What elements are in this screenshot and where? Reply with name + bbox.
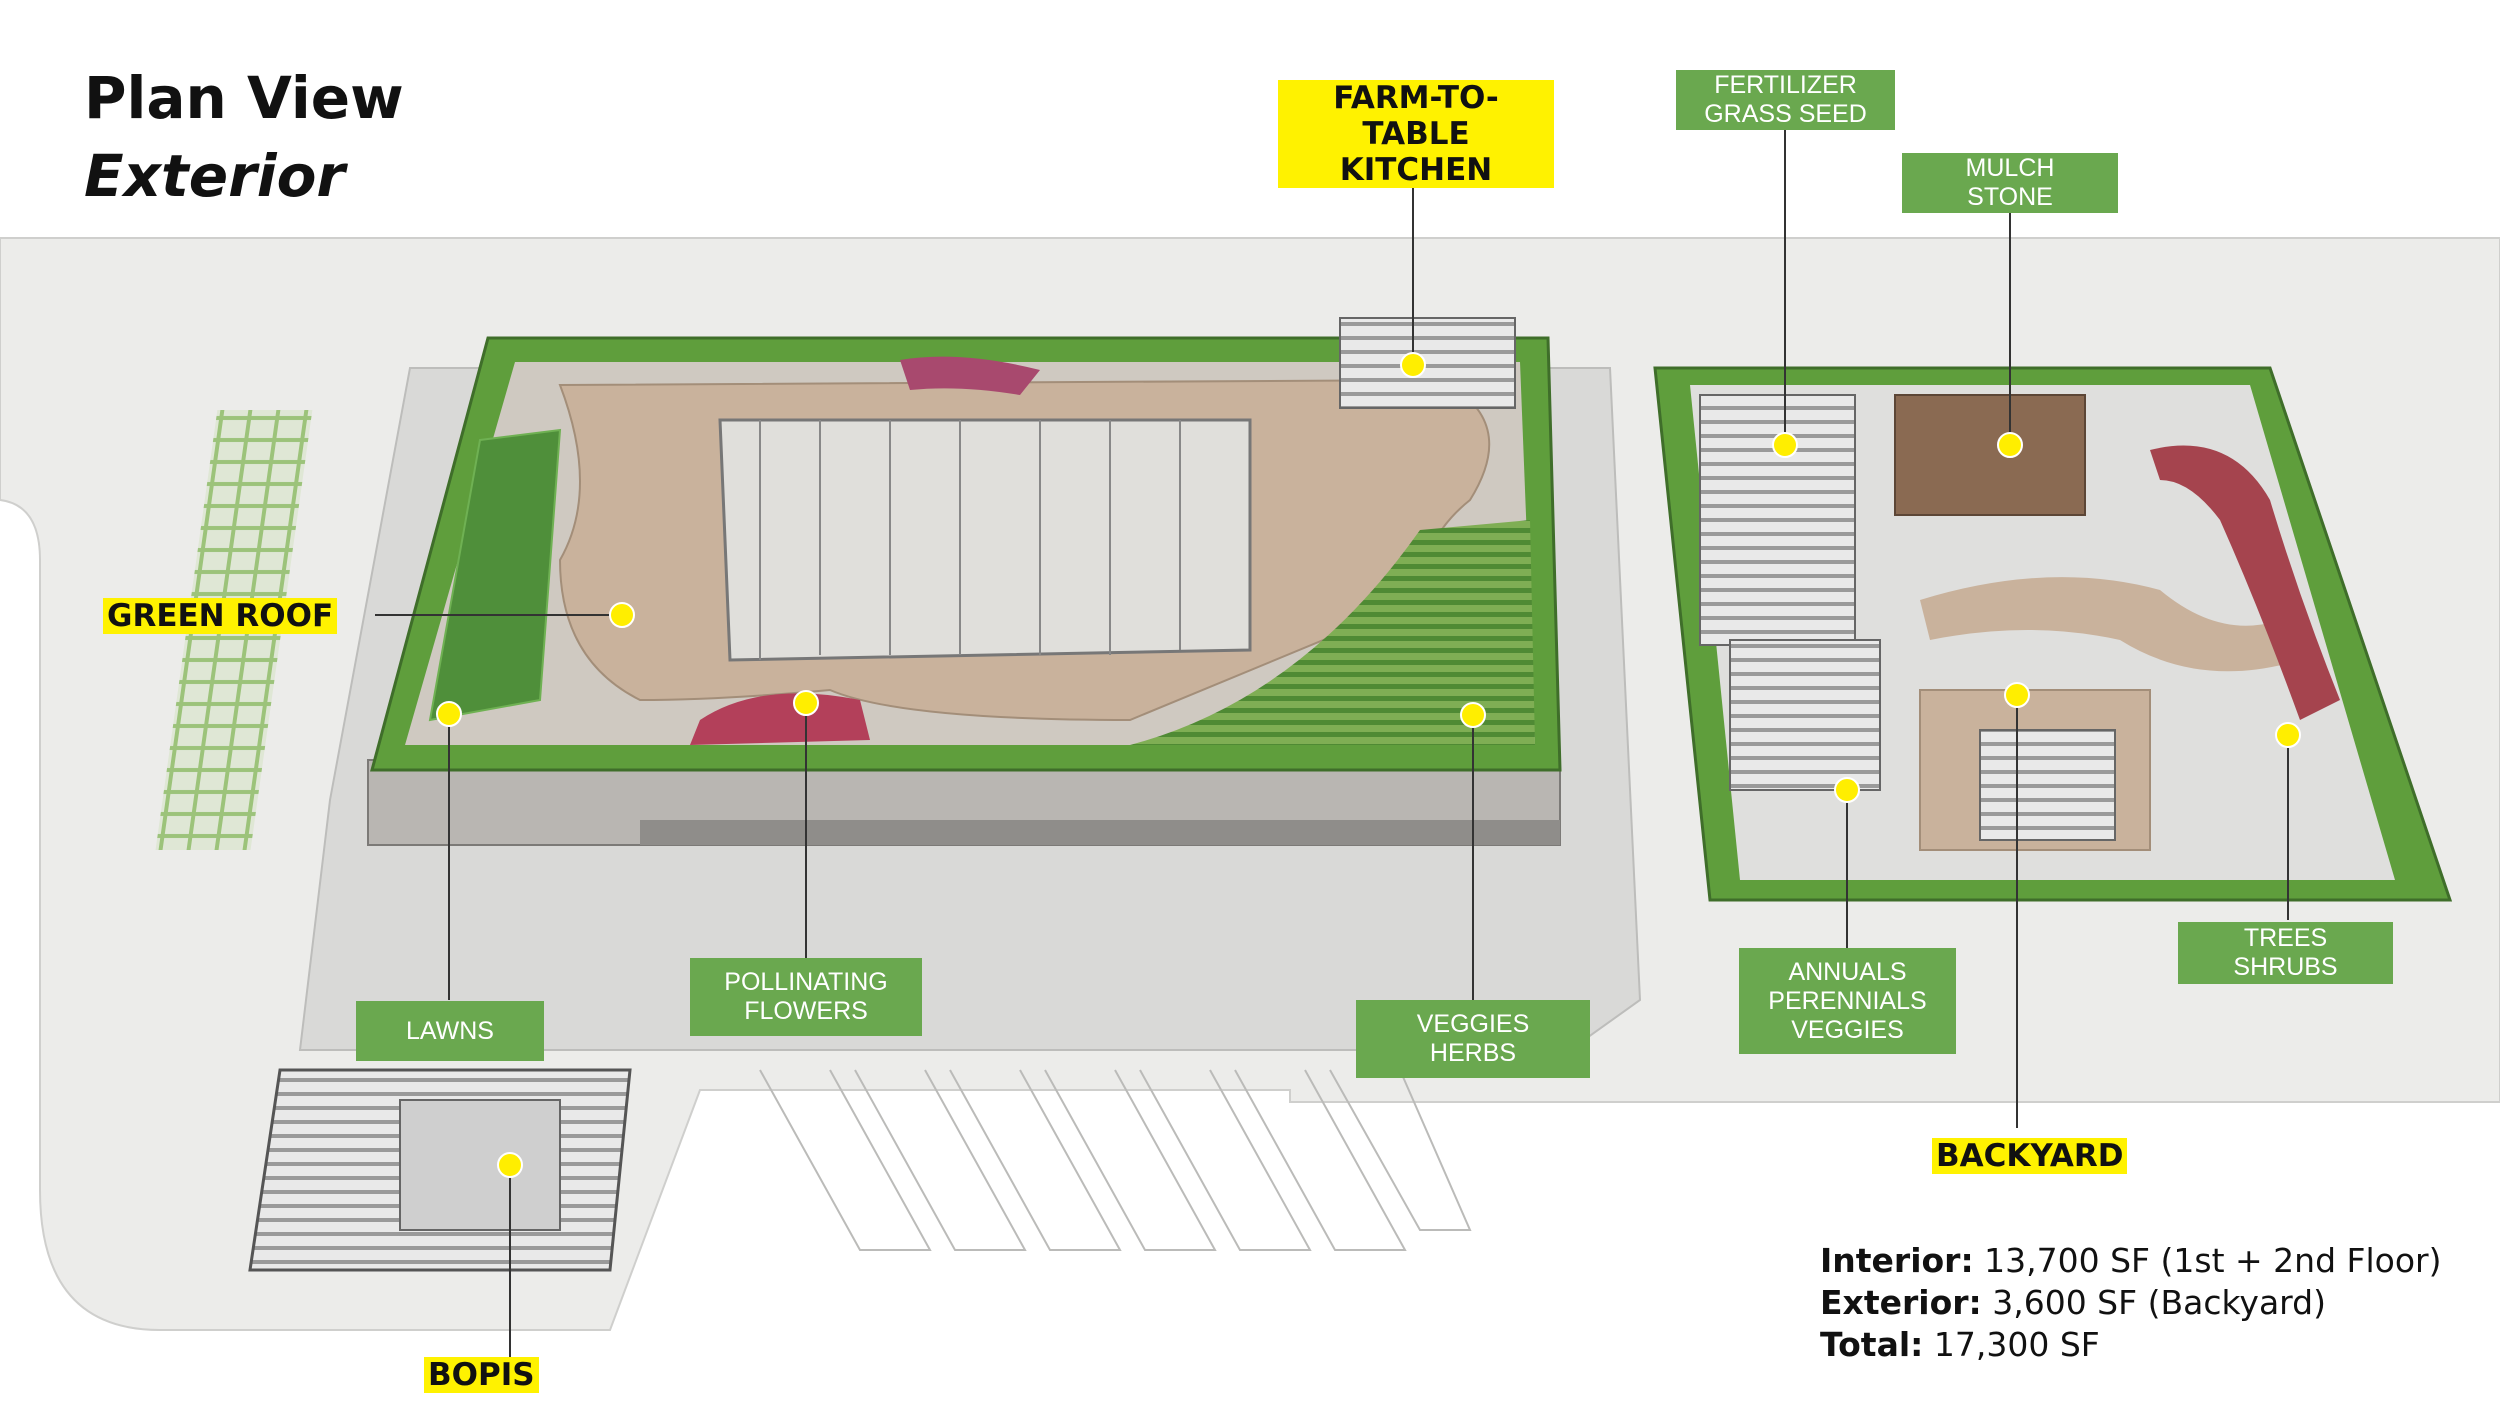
page-title: Plan View [84,64,404,132]
backyard-pergola [1979,729,2116,841]
fertilizer-pergola [1699,394,1856,646]
flower-bed-north [900,356,1040,395]
label-pollinating-flowers: POLLINATING FLOWERS [690,958,922,1036]
stat-total: Total: 17,300 SF [1820,1325,2100,1364]
label-annuals-perennials-veggies: ANNUALS PERENNIALS VEGGIES [1739,948,1956,1054]
planters-path [1920,577,2300,672]
zone-label-kitchen: FARM-TO-TABLE KITCHEN [1278,80,1554,188]
flower-bed-south [690,693,870,745]
label-lawns: LAWNS [356,1001,544,1061]
roof-lawn-panels [428,428,562,722]
mulch-bins [1894,394,2086,516]
stat-exterior: Exterior: 3,600 SF (Backyard) [1820,1283,2326,1322]
veggie-rows [1130,520,1535,745]
stat-interior: Interior: 13,700 SF (1st + 2nd Floor) [1820,1241,2442,1280]
zone-label-backyard: BACKYARD [1932,1138,2128,1174]
leader-lines [375,118,2289,1358]
label-veggies-herbs: VEGGIES HERBS [1356,1000,1590,1078]
label-mulch-stone: MULCH STONE [1902,153,2118,213]
tree-shrub-beds [2150,445,2340,720]
label-trees-shrubs: TREES SHRUBS [2178,922,2393,984]
zone-label-bopis: BOPIS [424,1357,539,1393]
greenhouse [718,418,1252,662]
bopis-pergola [248,1068,632,1272]
area-stats: Interior: 13,700 SF (1st + 2nd Floor) Ex… [1820,1240,2441,1366]
annuals-pergola [1729,639,1881,791]
zone-label-green-roof: GREEN ROOF [103,598,338,634]
parking-stripes [759,1069,1472,1251]
label-fertilizer-grass-seed: FERTILIZER GRASS SEED [1676,70,1895,130]
kitchen-pergola [1339,317,1516,409]
location-markers [436,352,2301,1178]
page-subtitle: Exterior [84,142,346,210]
